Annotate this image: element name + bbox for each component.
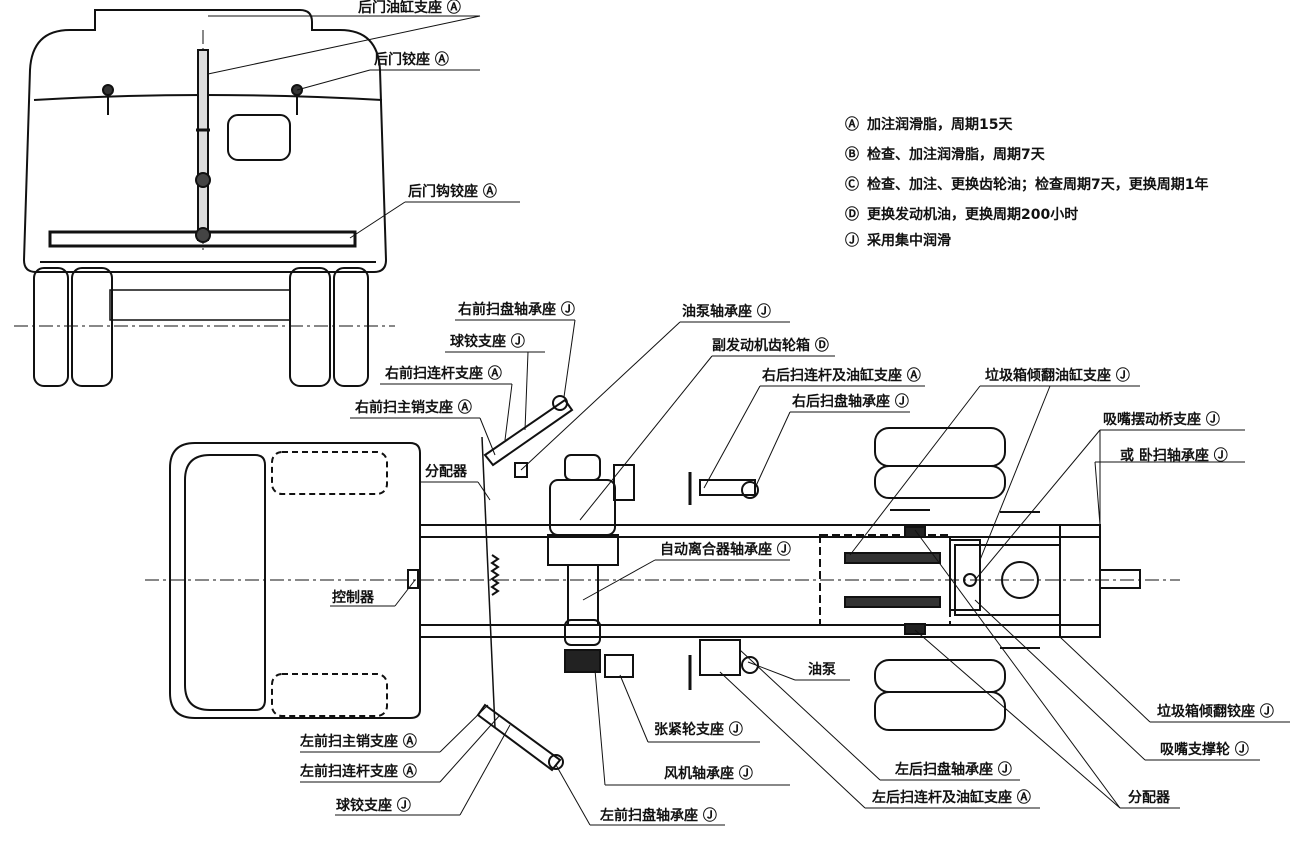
label-oil-pump: 油泵 <box>808 662 836 678</box>
label-distributor-rear: 分配器 <box>1128 790 1170 806</box>
label-controller: 控制器 <box>332 590 374 606</box>
label-pump-bearing: 油泵轴承座 Ⓙ <box>682 304 771 320</box>
label-fan-bearing: 风机轴承座 Ⓙ <box>664 766 753 782</box>
label-aux-gearbox: 副发动机齿轮箱 Ⓓ <box>712 338 829 354</box>
label-tensioner: 张紧轮支座 Ⓙ <box>654 722 743 738</box>
label-lf-kingpin: 左前扫主销支座 Ⓐ <box>300 734 417 750</box>
label-ball-joint-right: 球铰支座 Ⓙ <box>450 334 525 350</box>
label-lf-brush-bearing: 左前扫盘轴承座 Ⓙ <box>600 808 717 824</box>
label-rf-brush-bearing: 右前扫盘轴承座 Ⓙ <box>458 302 575 318</box>
label-rr-link-cylinder: 右后扫连杆及油缸支座 Ⓐ <box>762 368 921 384</box>
label-rf-link: 右前扫连杆支座 Ⓐ <box>385 366 502 382</box>
label-rf-kingpin: 右前扫主销支座 Ⓐ <box>355 400 472 416</box>
label-clutch-bearing: 自动离合器轴承座 Ⓙ <box>660 542 791 558</box>
label-rr-brush-bearing: 右后扫盘轴承座 Ⓙ <box>792 394 909 410</box>
plan-view <box>145 319 1290 826</box>
label-bin-tilt-hinge: 垃圾箱倾翻铰座 Ⓙ <box>1157 704 1274 720</box>
label-ball-joint-left: 球铰支座 Ⓙ <box>336 798 411 814</box>
label-nozzle-wheel: 吸嘴支撑轮 Ⓙ <box>1160 742 1249 758</box>
label-distributor-front: 分配器 <box>425 464 467 480</box>
label-lr-link-cylinder: 左后扫连杆及油缸支座 Ⓐ <box>872 790 1031 806</box>
label-lf-link: 左前扫连杆支座 Ⓐ <box>300 764 417 780</box>
label-rear-door-hook: 后门钩铰座 Ⓐ <box>408 184 497 200</box>
label-rear-door-hinge: 后门铰座 Ⓐ <box>374 52 449 68</box>
label-bin-tilt-cylinder: 垃圾箱倾翻油缸支座 Ⓙ <box>985 368 1130 384</box>
label-mid-brush: 或 卧扫轴承座 Ⓙ <box>1120 448 1228 464</box>
label-lr-brush-bearing: 左后扫盘轴承座 Ⓙ <box>895 762 1012 778</box>
label-nozzle-swing: 吸嘴摆动桥支座 Ⓙ <box>1103 412 1220 428</box>
label-rear-door-cylinder: 后门油缸支座 Ⓐ <box>358 0 461 16</box>
rear-view <box>14 9 520 387</box>
